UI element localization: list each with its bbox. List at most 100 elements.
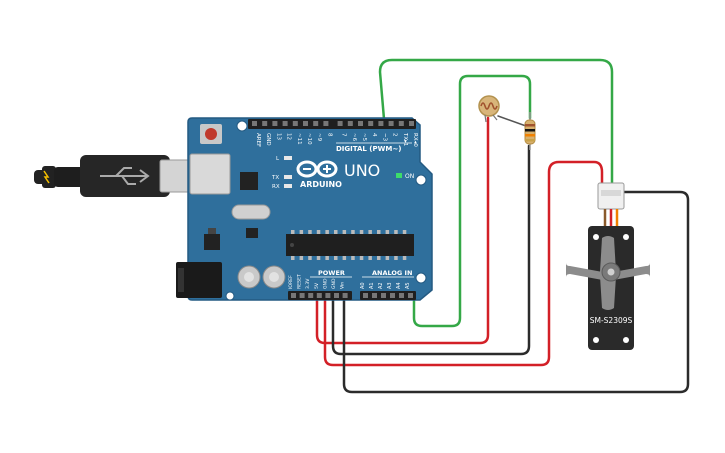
- power-header-label: POWER: [318, 269, 345, 277]
- power-pin[interactable]: [291, 293, 296, 298]
- digital-pin-label: 8: [326, 133, 332, 137]
- digital-pin[interactable]: [303, 121, 308, 126]
- servo-horn[interactable]: [566, 236, 650, 310]
- digital-pin[interactable]: [368, 121, 374, 126]
- resistor[interactable]: [524, 112, 536, 150]
- analog-pin-label: A5: [405, 282, 411, 289]
- power-pin[interactable]: [299, 293, 305, 298]
- servo-mount-hole: [623, 337, 629, 343]
- servo-mount-hole: [623, 234, 629, 240]
- digital-header: [248, 119, 416, 129]
- analog-pin-label: A4: [396, 282, 402, 289]
- digital-pin[interactable]: [252, 121, 257, 126]
- analog-pin-label: A1: [369, 282, 375, 289]
- digital-pin[interactable]: [272, 121, 278, 126]
- tx-led-label: TX: [271, 175, 279, 181]
- digital-pin[interactable]: [378, 121, 384, 126]
- digital-pin-label: ~5: [361, 133, 367, 142]
- servo-mount-hole: [593, 337, 599, 343]
- servo-motor[interactable]: SM-S2309S: [566, 182, 650, 350]
- wire-black-gnd-to-resistor[interactable]: [331, 144, 531, 356]
- analog-pin[interactable]: [363, 293, 368, 298]
- rx-led: [284, 184, 292, 188]
- photoresistor[interactable]: [478, 95, 500, 123]
- analog-header: [360, 291, 416, 300]
- digital-pin-label: 2: [392, 133, 398, 137]
- digital-pin[interactable]: [358, 121, 363, 126]
- digital-pin-label: ~6: [351, 133, 357, 142]
- digital-pin-label: ~11: [296, 133, 302, 145]
- board-model-label: UNO: [344, 161, 380, 180]
- digital-pin-label: ~10: [306, 133, 312, 145]
- power-pin-label: GND: [322, 278, 328, 289]
- tx-led: [284, 175, 292, 179]
- power-pin-label: 3.3V: [305, 278, 311, 289]
- voltage-regulator: [204, 234, 220, 250]
- digital-pin-label: 12: [286, 133, 292, 140]
- analog-pin[interactable]: [399, 293, 404, 298]
- power-pin-label: Vin: [340, 282, 346, 289]
- atmega-chip: [286, 230, 414, 260]
- reset-button-cap[interactable]: [205, 128, 217, 140]
- usb-port: [189, 153, 231, 195]
- mounting-hole: [415, 174, 427, 186]
- wire-green-analog-to-sensor[interactable]: [412, 74, 532, 328]
- analog-pin[interactable]: [408, 293, 413, 298]
- power-pin[interactable]: [316, 293, 322, 298]
- wire-red-5v-to-photoresistor[interactable]: [315, 116, 490, 345]
- resistor-band: [525, 124, 535, 127]
- digital-pin[interactable]: [292, 121, 298, 126]
- power-pin[interactable]: [342, 293, 348, 298]
- servo-model-label: SM-S2309S: [590, 316, 633, 325]
- digital-pin[interactable]: [398, 121, 404, 126]
- analog-pin[interactable]: [372, 293, 377, 298]
- analog-pin-label: A2: [378, 282, 384, 289]
- power-jack: [176, 262, 222, 298]
- wire-black-gnd-to-servo[interactable]: [342, 190, 690, 394]
- digital-pin-label: GND: [265, 133, 271, 146]
- power-pin[interactable]: [334, 293, 339, 298]
- power-pin-label: 5V: [314, 282, 320, 289]
- power-pin-label: GND: [331, 278, 337, 289]
- usb-cable[interactable]: [34, 155, 197, 197]
- digital-pin-label: TX▸1: [402, 132, 408, 146]
- mounting-hole: [415, 272, 427, 284]
- power-pin[interactable]: [325, 293, 331, 298]
- analog-pin[interactable]: [381, 293, 386, 298]
- resistor-band: [525, 129, 535, 132]
- wires: [315, 58, 690, 394]
- digital-pin[interactable]: [282, 121, 288, 126]
- digital-pin[interactable]: [262, 121, 268, 126]
- bottom-pin-holes: [291, 293, 413, 298]
- digital-pin-label: RX◂0: [412, 133, 418, 147]
- l-led: [284, 156, 292, 160]
- wire-red-5v-to-servo[interactable]: [323, 160, 604, 367]
- digital-pin-holes: [252, 121, 414, 126]
- power-pin-label: IOREF: [288, 275, 294, 289]
- on-label: ON: [405, 173, 414, 180]
- digital-header-label: DIGITAL (PWM~): [336, 145, 401, 153]
- digital-pin[interactable]: [388, 121, 394, 126]
- power-pin[interactable]: [308, 293, 314, 298]
- usb-bolt-icon: [43, 170, 50, 184]
- wire-green-digital-to-servo[interactable]: [378, 58, 614, 188]
- on-led: [396, 173, 402, 178]
- digital-pin[interactable]: [313, 121, 319, 126]
- digital-pin-label: 4: [371, 133, 377, 137]
- digital-pin-label: AREF: [255, 133, 261, 147]
- resistor-band: [525, 134, 535, 137]
- analog-header-label: ANALOG IN: [372, 269, 412, 277]
- analog-pin[interactable]: [390, 293, 395, 298]
- digital-pin-label: ~3: [381, 133, 387, 142]
- digital-pin-label: 7: [341, 133, 347, 137]
- digital-pin[interactable]: [347, 121, 353, 126]
- digital-pin[interactable]: [323, 121, 329, 126]
- digital-pin[interactable]: [337, 121, 343, 126]
- digital-pin[interactable]: [409, 121, 414, 126]
- mounting-hole: [225, 291, 235, 301]
- wire-sensor-link: [497, 115, 527, 127]
